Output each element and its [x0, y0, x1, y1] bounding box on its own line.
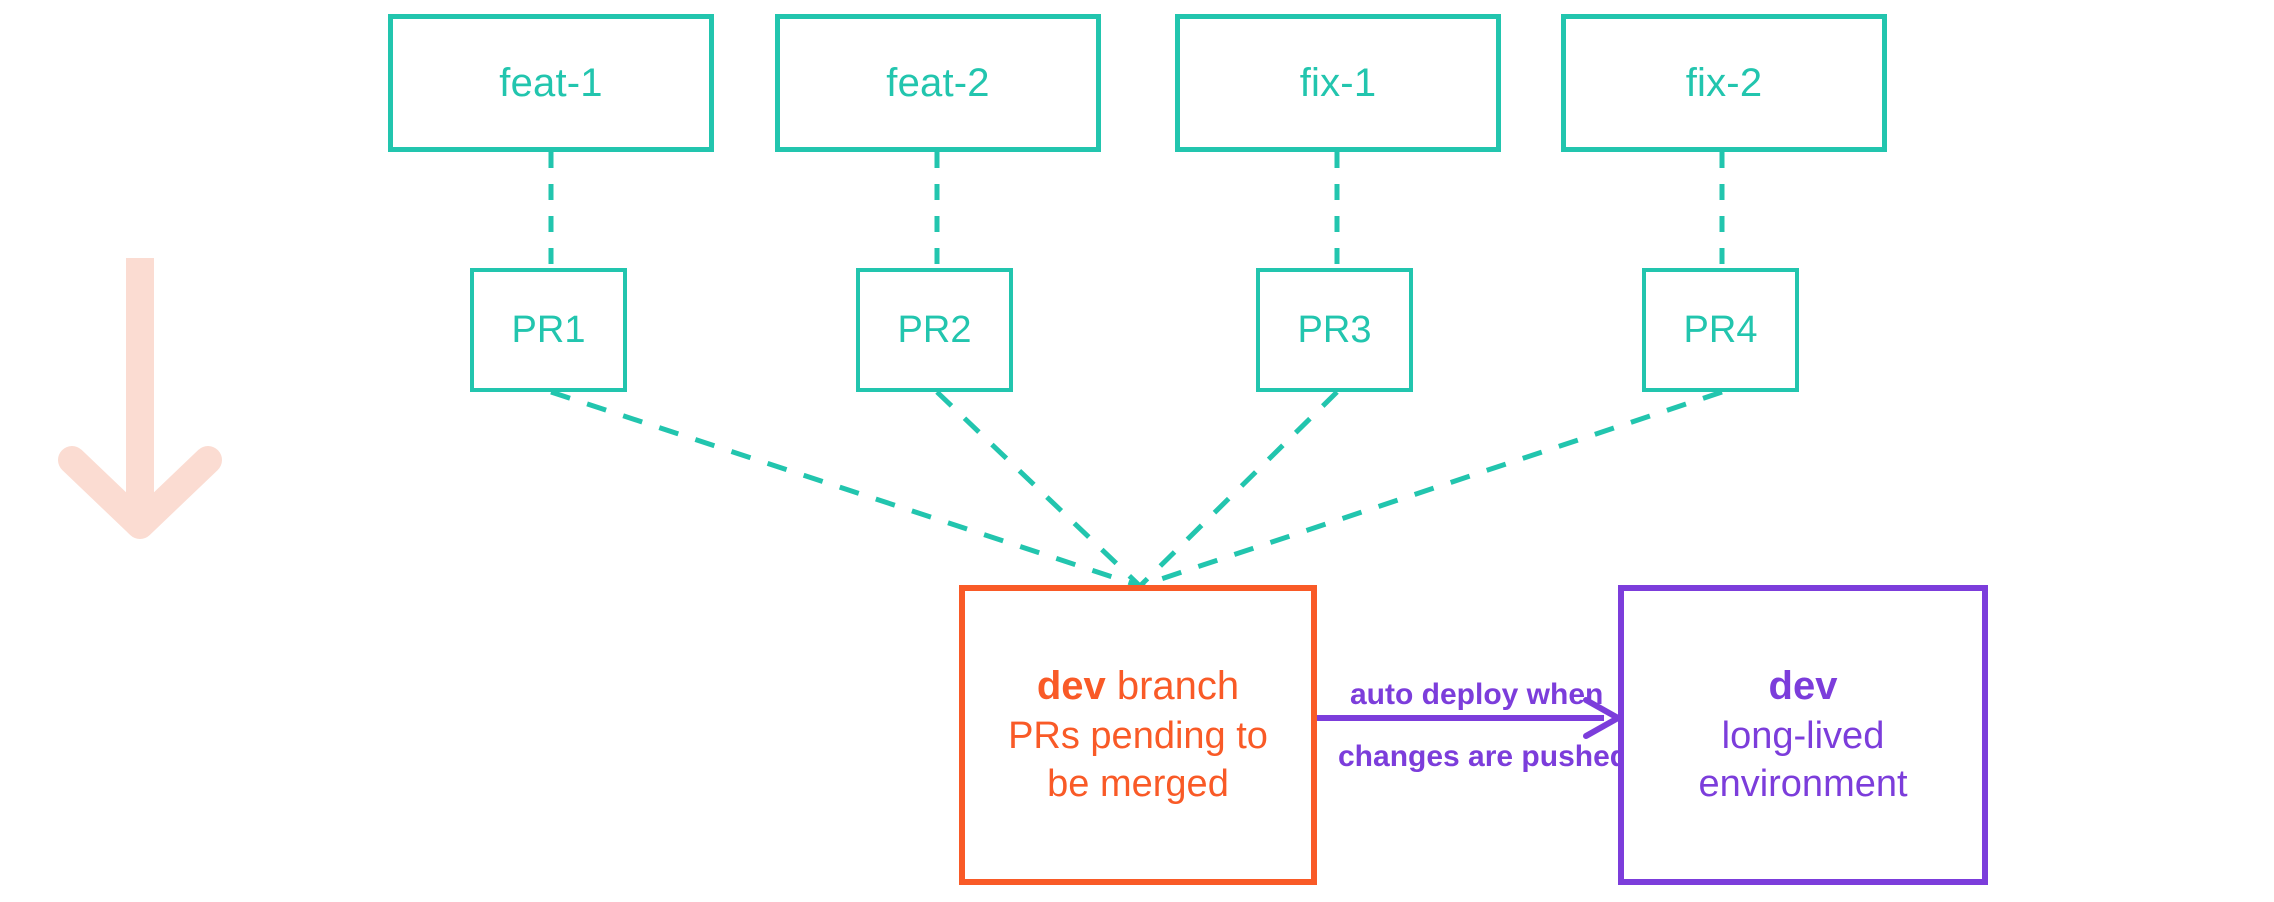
branch-label-fix-1: fix-1: [1299, 60, 1377, 105]
pr-label-PR3: PR3: [1297, 308, 1372, 351]
branch-label-feat-1: feat-1: [499, 60, 603, 105]
dev-environment-title: dev: [1768, 664, 1838, 709]
pr-node-PR3[interactable]: PR3: [1256, 268, 1413, 392]
edge-pr3-dev: [1138, 390, 1339, 588]
edge-pr2-dev: [935, 390, 1142, 588]
dev-environment-subtitle-line1: long-lived: [1721, 715, 1885, 758]
pr-label-PR2: PR2: [897, 308, 972, 351]
branch-node-feat-1[interactable]: feat-1: [388, 14, 714, 152]
pr-node-PR4[interactable]: PR4: [1642, 268, 1799, 392]
dev-environment-subtitle-line2: environment: [1698, 763, 1908, 806]
deploy-label-below: changes are pushed: [1338, 740, 1629, 773]
edge-pr4-dev: [1139, 389, 1723, 589]
pr-label-PR4: PR4: [1683, 308, 1758, 351]
dev-branch-subtitle-line2: be merged: [1047, 763, 1229, 806]
branch-to-pr-connectors: [548, 152, 1725, 268]
dev-branch-title: dev branch: [1037, 661, 1239, 712]
dev-branch-title-rest: branch: [1105, 664, 1240, 709]
branch-node-feat-2[interactable]: feat-2: [775, 14, 1101, 152]
pr-node-PR2[interactable]: PR2: [856, 268, 1013, 392]
deploy-label-above: auto deploy when: [1350, 678, 1604, 711]
branch-label-fix-2: fix-2: [1685, 60, 1763, 105]
pr-to-dev-connectors: [550, 389, 1723, 589]
branch-label-feat-2: feat-2: [886, 60, 990, 105]
branch-node-fix-1[interactable]: fix-1: [1175, 14, 1501, 152]
dev-environment-node[interactable]: dev long-lived environment: [1618, 585, 1988, 885]
dev-branch-subtitle-line1: PRs pending to: [1008, 715, 1268, 758]
branch-node-fix-2[interactable]: fix-2: [1561, 14, 1887, 152]
downward-flow-arrow-icon: [58, 258, 222, 539]
pr-label-PR1: PR1: [511, 308, 586, 351]
dev-branch-title-bold: dev: [1036, 664, 1106, 709]
pr-node-PR1[interactable]: PR1: [470, 268, 627, 392]
edge-pr1-dev: [550, 389, 1141, 589]
dev-branch-node[interactable]: dev branch PRs pending to be merged: [959, 585, 1317, 885]
